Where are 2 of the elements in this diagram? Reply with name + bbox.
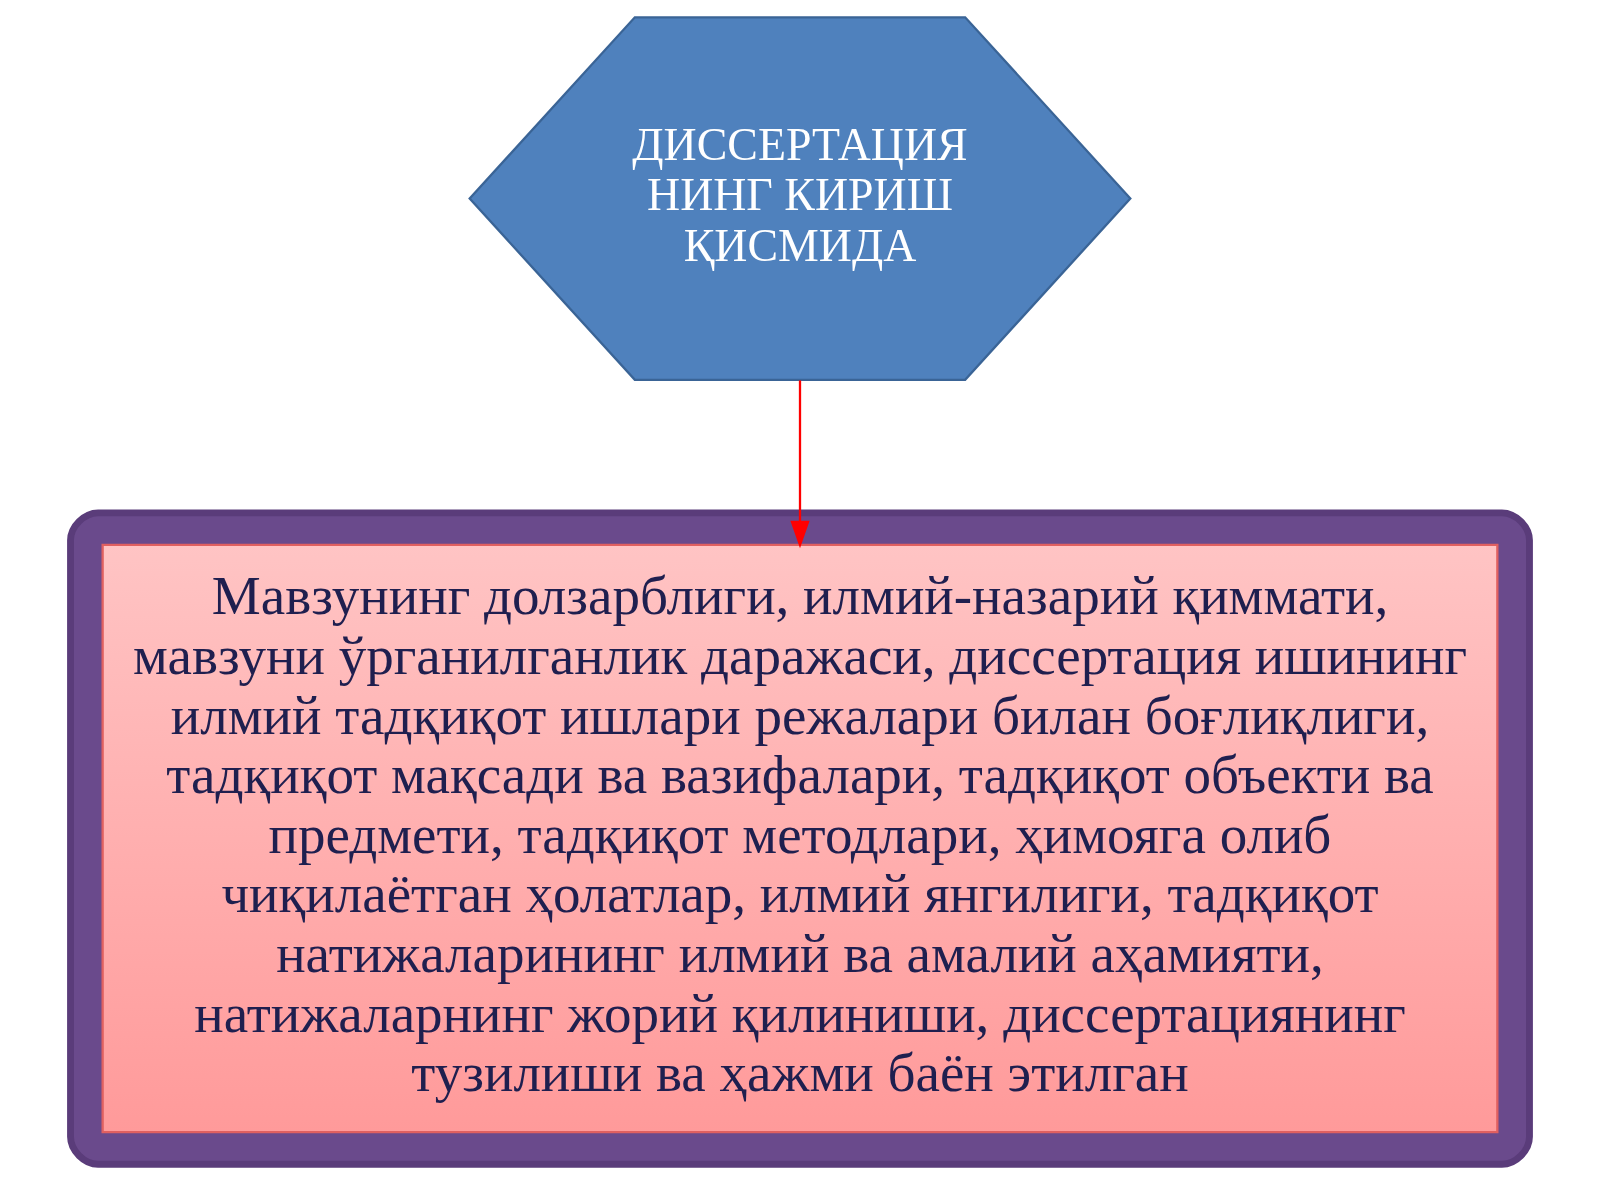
node-box: Мавзунинг долзарблиги, илмий-назарий қиммати, мавзуни ўрганилганлик даражаси, диссертация ишининг илмий тадқиқот ишлари режалари билан боғлиқлиги, тадқиқот мақсади ва вазифалари, тадқиқот объекти ва предмети, тадқиқот методлари, ҳимояга олиб чиқилаётган ҳолатлар, илмий янгилиги, тадқиқот натижаларининг илмий ва амалий аҳамияти, натижаларнинг жорий қилиниши, диссертациянинг тузилиши ва ҳажми баён этилган [101,543,1499,1134]
arrow [790,380,810,549]
